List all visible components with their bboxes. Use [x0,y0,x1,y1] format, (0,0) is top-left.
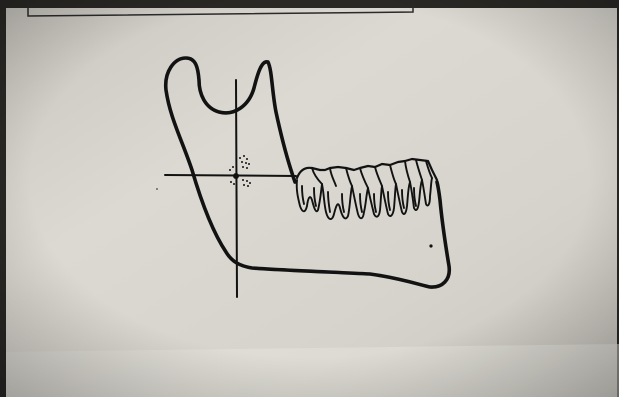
horizontal-reference-line [165,175,296,176]
mental-foramen-dot [429,244,432,247]
stray-dot [156,188,158,190]
vertical-reference-line [236,80,237,297]
